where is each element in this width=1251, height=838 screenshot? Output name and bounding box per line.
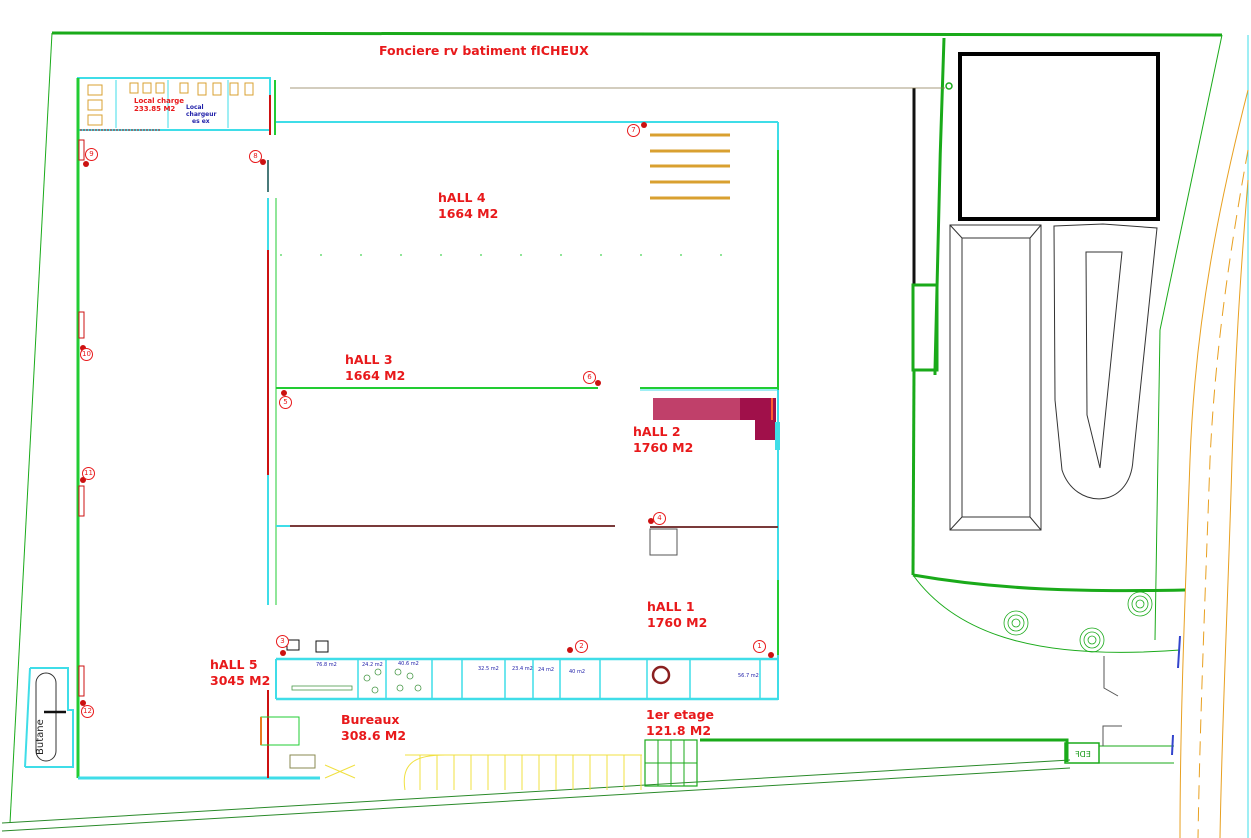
edf-label: EDF [1075, 750, 1091, 759]
office-room-area: 24 m2 [538, 667, 555, 673]
local-chargeur-line3: es ex [192, 118, 210, 125]
office-room-area: 40 m2 [569, 669, 586, 675]
local-charge-label: Local charge 233.85 M2 [134, 97, 184, 113]
bureaux-entry [260, 716, 316, 769]
stair-block [644, 739, 698, 787]
fire-marker-9: 9 [85, 148, 98, 161]
storage-block [653, 398, 780, 450]
bureaux-area: 308.6 M2 [341, 728, 407, 743]
local-charge-area: 233.85 M2 [134, 105, 176, 113]
office-room-area: 40.6 m2 [398, 661, 419, 667]
plan-title: Fonciere rv batiment fICHEUX [379, 43, 589, 58]
office-room-area: 56.7 m2 [738, 673, 759, 679]
fire-marker-6: 6 [583, 371, 596, 384]
parking-bays [324, 754, 642, 791]
fire-extinguisher-dots [80, 122, 774, 706]
office-strip [275, 639, 778, 701]
local-chargeur-line2: chargeur [186, 111, 217, 118]
office-room-area: 76.8 m2 [316, 662, 337, 668]
etage-name: 1er etage [646, 707, 715, 722]
hall-1-label: hALL 1 1760 M2 [647, 599, 707, 631]
hall-2-area: 1760 M2 [633, 440, 694, 455]
fire-marker-11: 11 [82, 467, 95, 480]
hall-4-name: hALL 4 [438, 190, 486, 205]
site-boundary [1, 31, 1249, 838]
hall-2-label: hALL 2 1760 M2 [633, 424, 693, 456]
fire-marker-3: 3 [276, 635, 289, 648]
hall-3-label: hALL 3 1664 M2 [345, 352, 405, 384]
hall-3-area: 1664 M2 [345, 368, 406, 383]
local-chargeur-line1: Local [186, 104, 204, 111]
local-chargeur-label: Local chargeur es ex [186, 104, 216, 125]
office-room-area: 32.5 m2 [478, 666, 499, 672]
office-room-area: 24.2 m2 [362, 662, 383, 668]
hall-5-label: hALL 5 3045 M2 [210, 657, 270, 689]
hall-1-name: hALL 1 [647, 599, 695, 614]
edf-substation [700, 725, 1174, 764]
fire-marker-1: 1 [753, 640, 766, 653]
bureaux-name: Bureaux [341, 712, 400, 727]
local-charge-name: Local charge [134, 97, 185, 105]
local-charge-room [80, 80, 271, 135]
butane-tank [24, 667, 74, 768]
racking [650, 133, 730, 200]
hall-1-area: 1760 M2 [647, 615, 708, 630]
building-walls [76, 77, 779, 780]
fire-marker-5: 5 [279, 396, 292, 409]
hall-5-area: 3045 M2 [210, 673, 271, 688]
right-parking-area [290, 37, 1186, 697]
hall-4-label: hALL 4 1664 M2 [438, 190, 498, 222]
hall-3-name: hALL 3 [345, 352, 393, 367]
fire-marker-8: 8 [249, 150, 262, 163]
hall-2-name: hALL 2 [633, 424, 681, 439]
etage-area: 121.8 M2 [646, 723, 712, 738]
dock-doors [78, 139, 85, 697]
hall-5-name: hALL 5 [210, 657, 258, 672]
fire-marker-10: 10 [80, 348, 93, 361]
road-lines [1179, 89, 1249, 838]
hall-4-area: 1664 M2 [438, 206, 499, 221]
office-room-area: 23.4 m2 [512, 666, 533, 672]
fire-marker-4: 4 [653, 512, 666, 525]
butane-label: Butane [35, 719, 46, 755]
fire-marker-12: 12 [81, 705, 94, 718]
bureaux-label: Bureaux 308.6 M2 [341, 712, 406, 744]
etage-label: 1er etage 121.8 M2 [646, 707, 714, 739]
fire-marker-7: 7 [627, 124, 640, 137]
fire-marker-2: 2 [575, 640, 588, 653]
